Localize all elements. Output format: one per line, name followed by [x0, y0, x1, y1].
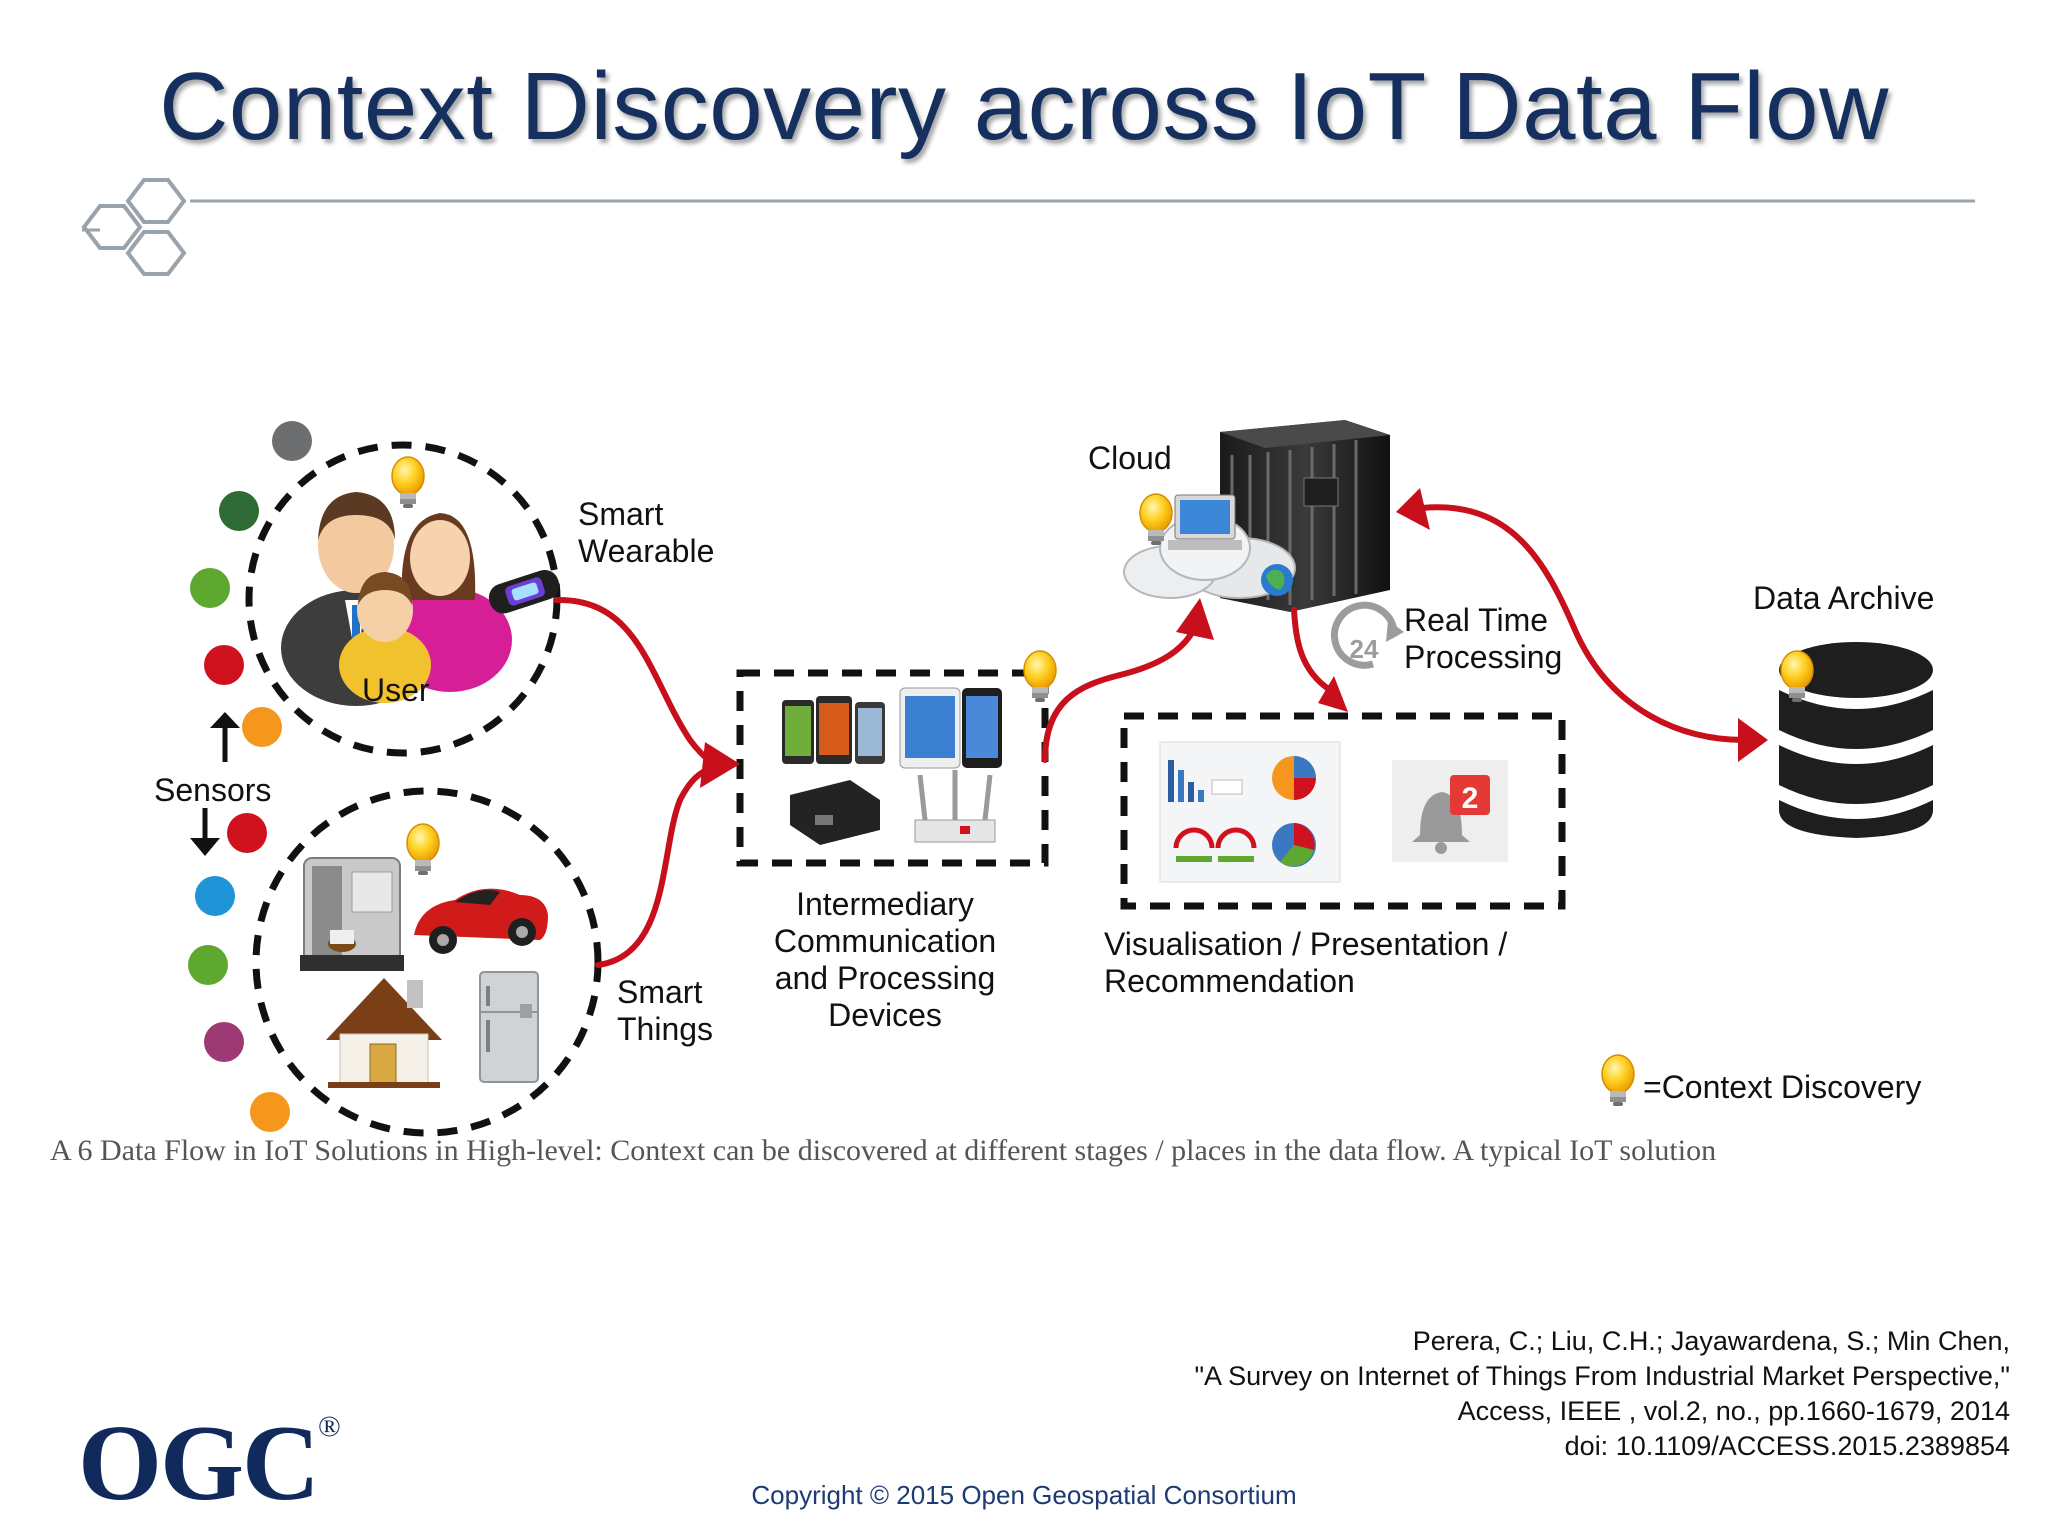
car-icon	[414, 888, 548, 954]
cloud-label: Cloud	[1088, 440, 1172, 476]
refrigerator-icon	[479, 971, 539, 1083]
sensors-label: Sensors	[154, 772, 272, 808]
clock-number: 24	[1350, 634, 1379, 664]
caption-garbled: A 6 Data Flow in IoT Solutions in High-l…	[50, 1134, 1717, 1167]
header-decoration	[81, 178, 1975, 276]
user-label: User	[362, 672, 430, 708]
house-icon	[326, 977, 442, 1088]
bulb-intermediary-icon	[1023, 650, 1057, 703]
notification-bell-icon: 2	[1392, 760, 1508, 862]
copyright: Copyright © 2015 Open Geospatial Consort…	[751, 1480, 1297, 1510]
data-archive-label: Data Archive	[1753, 580, 1935, 616]
ogc-logo: OGC®	[78, 1404, 341, 1523]
notification-count: 2	[1462, 782, 1479, 815]
intermediary-devices-icon	[782, 687, 1002, 845]
hexagon-logo-icon	[81, 178, 187, 276]
bulb-legend-icon	[1601, 1054, 1635, 1107]
citation: Perera, C.; Liu, C.H.; Jayawardena, S.; …	[1194, 1326, 2010, 1461]
intermediary-dashed-box	[736, 669, 1049, 867]
bulb-things-icon	[406, 823, 440, 876]
real-time-clock-icon: 24	[1330, 601, 1404, 669]
page-title: Context Discovery across IoT Data Flow	[159, 53, 1889, 160]
cloud-icon	[1123, 494, 1296, 599]
coffee-machine-icon	[300, 857, 404, 971]
visualisation-dashed-box	[1120, 712, 1566, 910]
user-family-icon	[281, 492, 512, 706]
bulb-user-icon	[391, 456, 425, 509]
database-icon	[1779, 642, 1933, 838]
flow-arrowheads	[700, 488, 1768, 788]
smart-wearable-icon	[488, 569, 560, 614]
sensor-arrows	[190, 712, 240, 856]
sensor-dots	[188, 421, 312, 1132]
legend-text: =Context Discovery	[1643, 1069, 1922, 1105]
dashboard-icon	[1159, 741, 1341, 883]
visualisation-label: Visualisation / Presentation /Recommenda…	[1104, 926, 1508, 999]
